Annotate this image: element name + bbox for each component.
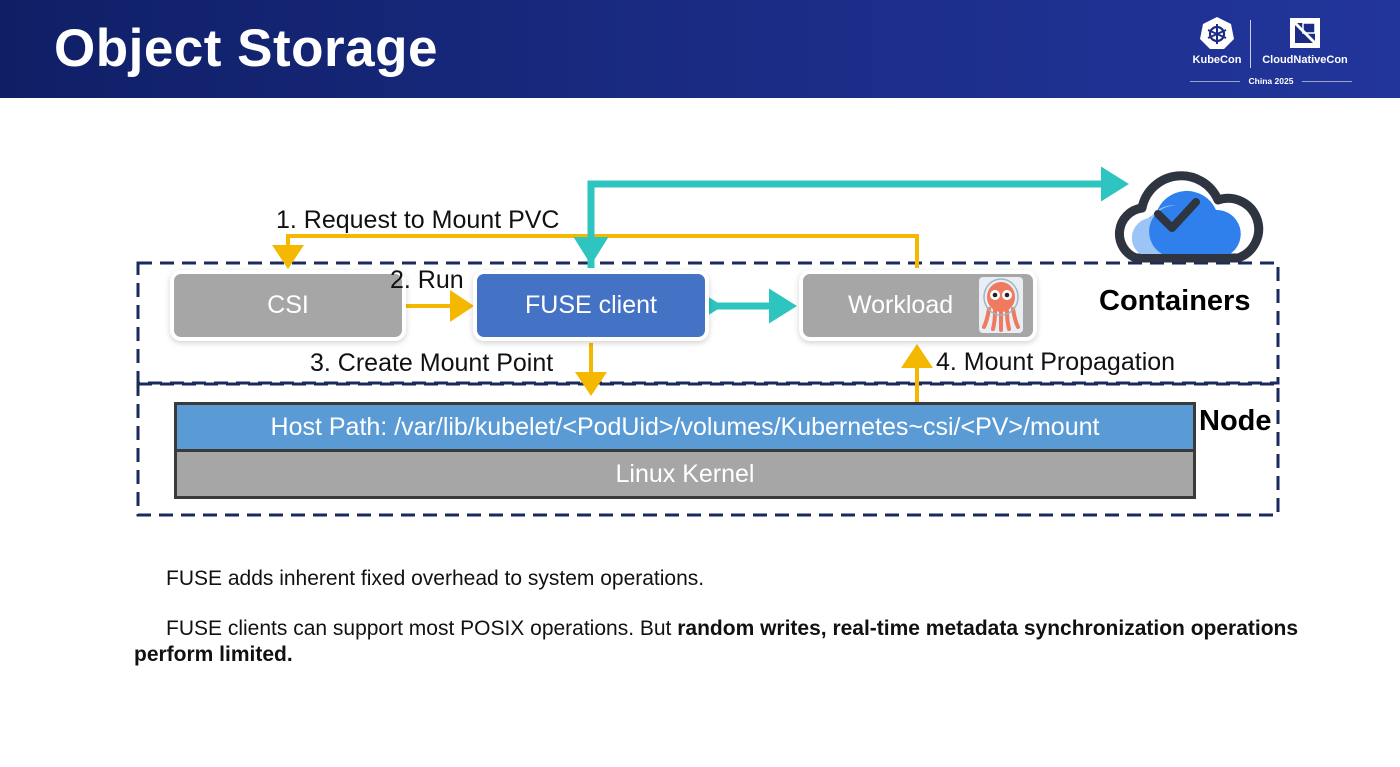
octopus-mascot-icon: [979, 277, 1023, 333]
arrow-request-mount: [272, 234, 919, 269]
logo-rule-left: [1190, 81, 1240, 82]
host-path-bar: Host Path: /var/lib/kubelet/<PodUid>/vol…: [174, 402, 1196, 452]
logo-rule-right: [1302, 81, 1352, 82]
cloudnativecon-label: CloudNativeCon: [1262, 54, 1348, 66]
kubernetes-helm-icon: [1200, 17, 1234, 49]
node-border: [136, 382, 1280, 517]
linux-kernel-bar: Linux Kernel: [174, 449, 1196, 499]
step-3-label: 3. Create Mount Point: [310, 349, 554, 377]
note-overhead: FUSE adds inherent fixed overhead to sys…: [166, 567, 705, 590]
logo-year: China 2025: [1248, 76, 1294, 86]
cloud-check-icon: [1114, 171, 1264, 263]
logo-divider: [1250, 20, 1251, 68]
step-2-label: 2. Run: [390, 266, 464, 294]
node-label: Node: [1199, 405, 1272, 437]
workload-label: Workload: [848, 291, 954, 319]
arrow-fuse-to-cloud: [587, 166, 1129, 268]
containers-border: [136, 261, 1280, 385]
slide-header: Object Storage KubeCon CloudNativeCon Ch: [0, 0, 1400, 98]
slide-title: Object Storage: [54, 19, 438, 78]
slide-notes: FUSE adds inherent fixed overhead to sys…: [134, 566, 1314, 668]
kubecon-label: KubeCon: [1192, 54, 1242, 66]
note-posix: FUSE clients can support most POSIX oper…: [134, 616, 1314, 668]
kubecon-logo: KubeCon CloudNativeCon China 2025: [1188, 14, 1354, 90]
fuse-client-box: FUSE client: [477, 274, 705, 337]
csi-box: CSI: [174, 274, 402, 337]
architecture-diagram: CSI FUSE client Workload 1. Request to M…: [0, 98, 1400, 538]
note-posix-emphasis: random writes, real-time metadata synchr…: [134, 617, 1299, 666]
cloudnativecon-mark: CloudNativeCon: [1256, 14, 1354, 76]
cncf-square-icon: [1290, 18, 1320, 48]
step-4-label: 4. Mount Propagation: [936, 348, 1176, 376]
note-posix-text: FUSE clients can support most POSIX oper…: [166, 617, 678, 640]
kubecon-mark: KubeCon: [1188, 14, 1246, 76]
containers-label: Containers: [1099, 285, 1251, 317]
diagram-connectors: [136, 166, 1280, 517]
step-1-label: 1. Request to Mount PVC: [276, 206, 560, 234]
